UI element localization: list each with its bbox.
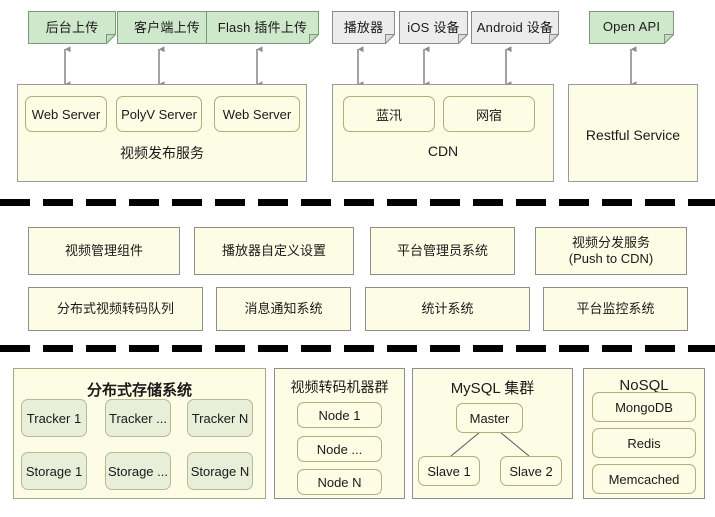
box-label: 分布式视频转码队列 (56, 300, 174, 316)
box-label: Master (469, 410, 510, 426)
box-label: 平台管理员系统 (396, 242, 488, 258)
box-memcached[interactable]: Memcached (592, 464, 696, 494)
box-label: Memcached (608, 471, 680, 487)
box-label: Tracker ... (108, 410, 168, 426)
box-redis[interactable]: Redis (592, 428, 696, 458)
box-web-server-2[interactable]: Web Server (214, 96, 300, 132)
divider-bottom (0, 345, 715, 352)
note-open-api[interactable]: Open API (589, 11, 674, 44)
box-label: Tracker N (191, 410, 249, 426)
box-polyv-server[interactable]: PolyV Server (116, 96, 202, 132)
box-label: Slave 2 (509, 463, 553, 479)
box-label: Redis (627, 435, 661, 451)
note-shape-icon (471, 11, 559, 44)
note-shape-icon (399, 11, 468, 44)
mid-box-platform-admin-system[interactable]: 平台管理员系统 (370, 227, 515, 275)
note-flash-plugin-upload[interactable]: Flash 插件上传 (206, 11, 319, 44)
box-label: 消息通知系统 (244, 300, 323, 316)
box-label: Storage ... (108, 463, 168, 479)
box-label: 统计系统 (421, 300, 474, 316)
box-cdn-wangsu[interactable]: 网宿 (443, 96, 535, 132)
panel-restful-service: Restful Service (568, 84, 698, 182)
cluster-title: NoSQL (619, 377, 669, 394)
note-label: 后台上传 (45, 20, 99, 35)
mid-box-video-management-component[interactable]: 视频管理组件 (28, 227, 180, 275)
box-mysql-slave-1[interactable]: Slave 1 (418, 456, 480, 486)
box-mysql-slave-2[interactable]: Slave 2 (500, 456, 562, 486)
note-label: 播放器 (343, 20, 384, 35)
note-shape-icon (28, 11, 116, 44)
box-mysql-master[interactable]: Master (456, 403, 523, 433)
note-ios-device[interactable]: iOS 设备 (399, 11, 468, 44)
note-shape-icon (589, 11, 674, 44)
panel-title: CDN (427, 143, 459, 159)
panel-title: Restful Service (585, 127, 681, 143)
box-label: Node ... (316, 441, 363, 457)
cluster-title: 分布式存储系统 (86, 382, 192, 399)
cluster-title: 视频转码机器群 (290, 379, 389, 395)
box-label: Node 1 (318, 407, 361, 423)
box-label: 网宿 (475, 107, 502, 123)
box-tracker-1[interactable]: Tracker 1 (21, 399, 87, 437)
mid-box-statistics-system[interactable]: 统计系统 (365, 287, 530, 331)
note-label: iOS 设备 (407, 20, 460, 35)
note-shape-icon (206, 11, 319, 44)
box-cdn-lanxun[interactable]: 蓝汛 (343, 96, 435, 132)
box-label: Web Server (31, 106, 101, 122)
box-label: PolyV Server (121, 106, 197, 122)
note-shape-icon (332, 11, 395, 44)
box-node-mid[interactable]: Node ... (297, 436, 382, 462)
box-label: Web Server (222, 106, 292, 122)
box-label: Slave 1 (427, 463, 471, 479)
cluster-title: MySQL 集群 (450, 380, 535, 397)
note-android-device[interactable]: Android 设备 (471, 11, 559, 44)
note-label: Android 设备 (476, 20, 554, 35)
box-mongodb[interactable]: MongoDB (592, 392, 696, 422)
box-label: Storage 1 (25, 463, 83, 479)
mid-box-distributed-transcode-queue[interactable]: 分布式视频转码队列 (28, 287, 203, 331)
mid-box-platform-monitoring-system[interactable]: 平台监控系统 (543, 287, 688, 331)
box-label: 播放器自定义设置 (221, 242, 326, 258)
note-label: 客户端上传 (133, 20, 200, 35)
box-label: Node N (317, 474, 362, 490)
box-node-n[interactable]: Node N (297, 469, 382, 495)
box-label: 视频分发服务 (Push to CDN) (568, 234, 654, 266)
note-backend-upload[interactable]: 后台上传 (28, 11, 116, 44)
panel-title: 视频发布服务 (120, 145, 204, 161)
box-label: 蓝汛 (375, 107, 402, 123)
note-player[interactable]: 播放器 (332, 11, 395, 44)
box-storage-1[interactable]: Storage 1 (21, 452, 87, 490)
box-label: MongoDB (615, 399, 673, 415)
box-label: Storage N (190, 463, 250, 479)
box-tracker-mid[interactable]: Tracker ... (105, 399, 171, 437)
box-storage-mid[interactable]: Storage ... (105, 452, 171, 490)
mid-box-player-custom-settings[interactable]: 播放器自定义设置 (194, 227, 354, 275)
box-storage-n[interactable]: Storage N (187, 452, 253, 490)
box-tracker-n[interactable]: Tracker N (187, 399, 253, 437)
box-web-server-1[interactable]: Web Server (25, 96, 107, 132)
mid-box-video-distribution-service[interactable]: 视频分发服务 (Push to CDN) (535, 227, 687, 275)
box-node-1[interactable]: Node 1 (297, 402, 382, 428)
box-label: 平台监控系统 (576, 300, 655, 316)
box-label: Tracker 1 (26, 410, 82, 426)
note-label: Open API (602, 19, 661, 34)
mid-box-message-notification-system[interactable]: 消息通知系统 (216, 287, 351, 331)
divider-top (0, 199, 715, 206)
note-label: Flash 插件上传 (217, 20, 308, 35)
note-client-upload[interactable]: 客户端上传 (117, 11, 217, 44)
box-label: 视频管理组件 (64, 242, 143, 258)
